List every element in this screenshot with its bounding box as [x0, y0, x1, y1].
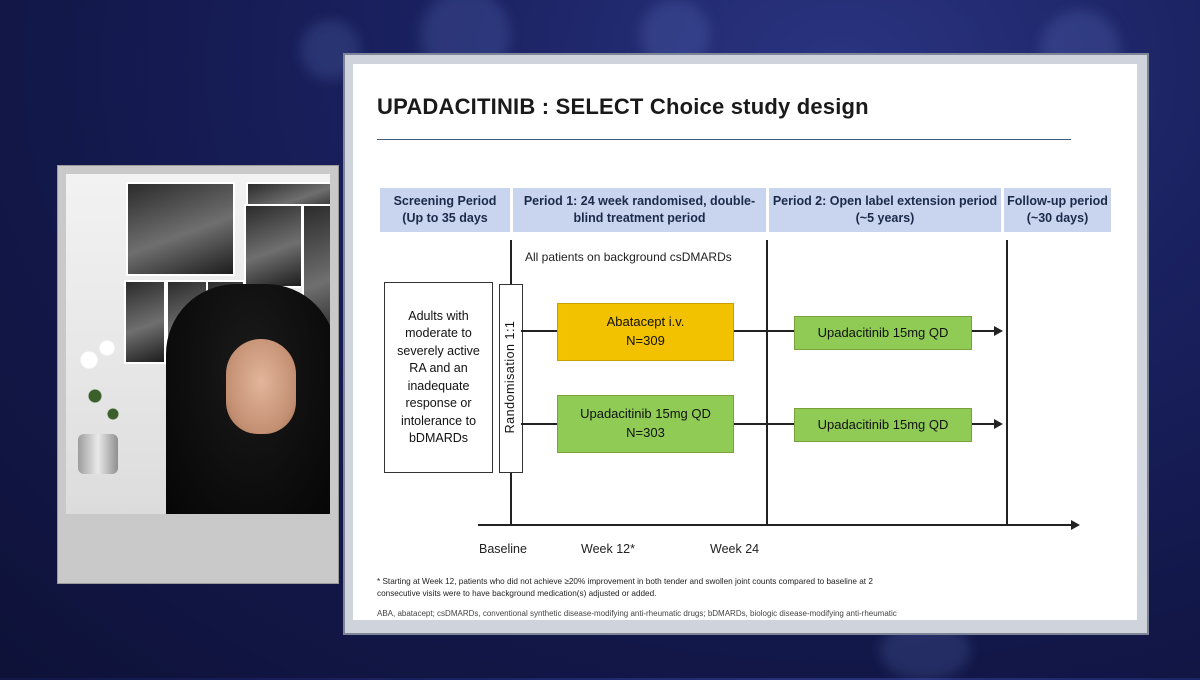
period-label: Follow-up period [1007, 194, 1108, 209]
period-header-followup: Follow-up period (~30 days) [1004, 188, 1111, 232]
wall-photo [244, 204, 303, 288]
randomisation-box [499, 284, 523, 473]
speaker-video-panel [57, 165, 339, 584]
population-line: Adults with [408, 308, 469, 323]
population-line: severely active [397, 343, 480, 358]
randomisation-label: Randomisation 1:1 [503, 320, 517, 434]
period-label: Period 2: Open label extension period [772, 194, 998, 209]
arm-n: N=303 [626, 425, 665, 440]
extension-arm-box-1: Upadacitinib 15mg QD [794, 316, 972, 350]
arm-n: N=309 [626, 333, 665, 348]
population-line: moderate to [405, 326, 472, 340]
followup-divider [1006, 240, 1008, 526]
wall-photo [126, 182, 235, 276]
population-line: intolerance to [400, 413, 477, 428]
population-line: response or [405, 396, 472, 410]
footnote-line: * Starting at Week 12, patients who did … [377, 577, 873, 586]
extension-arm-box-2: Upadacitinib 15mg QD [794, 408, 972, 442]
arm-label: Upadacitinib 15mg QD [580, 406, 711, 422]
period-header-period1: Period 1: 24 week randomised, double-bli… [513, 188, 766, 232]
period-header-period2: Period 2: Open label extension period (~5… [769, 188, 1001, 232]
population-line: RA and an [409, 361, 468, 375]
slide: UPADACITINIB : SELECT Choice study desig… [353, 64, 1137, 620]
extension-arm-label: Upadacitinib 15mg QD [817, 416, 949, 432]
population-line: inadequate [407, 378, 470, 393]
upadacitinib-arm-box: Upadacitinib 15mg QD N=303 [557, 395, 734, 453]
footnote-line: consecutive visits were to have backgrou… [377, 589, 657, 599]
arm-line-upadacitinib [521, 423, 1001, 425]
period-label: Screening Period [393, 194, 497, 209]
period-sublabel: blind treatment period [573, 211, 706, 225]
timepoint-week12: Week 12* [581, 542, 635, 556]
arm-line-abatacept [521, 330, 1001, 332]
period-header-screening: Screening Period (Up to 35 days [380, 188, 510, 232]
wall-photo [124, 280, 166, 364]
period-label: Period 1: 24 week randomised, double- [523, 194, 756, 209]
footnote: * Starting at Week 12, patients who did … [377, 576, 1117, 601]
background-therapy-note: All patients on background csDMARDs [525, 250, 732, 264]
arrow-icon [1071, 520, 1080, 530]
speaker-video [66, 174, 330, 514]
abatacept-arm-box: Abatacept i.v. N=309 [557, 303, 734, 361]
speaker-face [226, 339, 296, 434]
plant [71, 324, 131, 444]
vase [78, 434, 118, 474]
time-axis [478, 524, 1078, 526]
period-sublabel: (Up to 35 days [402, 211, 488, 225]
slide-frame: UPADACITINIB : SELECT Choice study desig… [343, 53, 1149, 635]
title-rule [377, 139, 1071, 140]
slide-title: UPADACITINIB : SELECT Choice study desig… [377, 94, 869, 119]
period-sublabel: (~30 days) [1026, 211, 1089, 225]
population-box: Adults with moderate to severely active … [384, 282, 493, 473]
week24-divider [766, 240, 768, 526]
timepoint-week24: Week 24 [710, 542, 760, 556]
arm-label: Abatacept i.v. [606, 314, 685, 330]
population-line: bDMARDs [408, 431, 469, 445]
abbreviations-footnote: ABA, abatacept; csDMARDs, conventional s… [377, 609, 897, 618]
extension-arm-label: Upadacitinib 15mg QD [817, 324, 949, 340]
period-sublabel: (~5 years) [855, 211, 915, 225]
arrow-icon [994, 419, 1003, 429]
timepoint-baseline: Baseline [479, 542, 527, 556]
arrow-icon [994, 326, 1003, 336]
